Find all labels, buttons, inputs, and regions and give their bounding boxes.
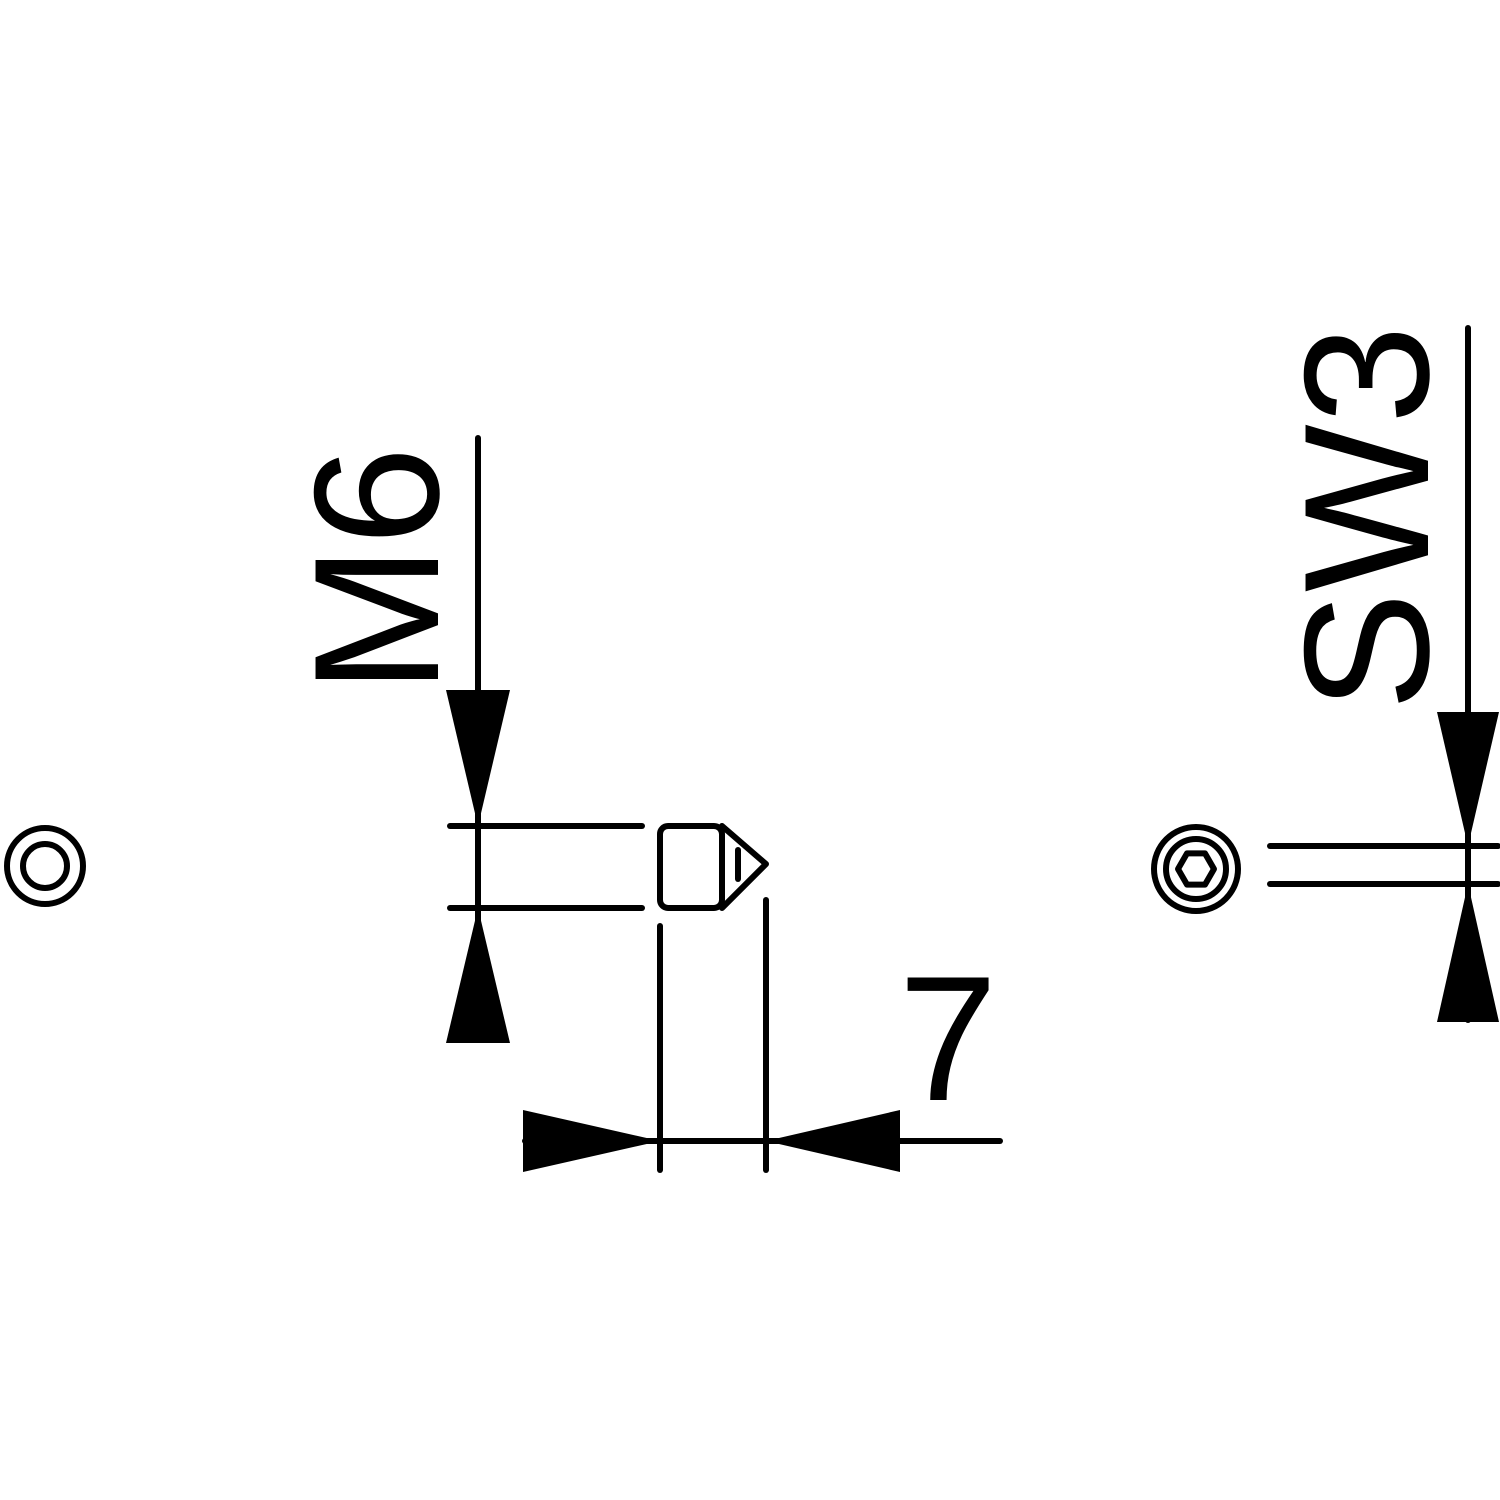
- length-dimension-label: 7: [899, 939, 998, 1138]
- left-end-view-outer-circle: [4, 825, 86, 907]
- wrench-size-dimension-label: SW3: [1267, 325, 1466, 711]
- m6-arrow-bottom: [446, 908, 510, 1043]
- hex-socket-icon: [1175, 850, 1217, 888]
- right-end-view-inner-circle: [1163, 836, 1229, 902]
- sw3-arrow-bottom: [1437, 884, 1499, 1022]
- left-end-view-inner-circle: [20, 841, 70, 891]
- length-arrow-left: [523, 1110, 660, 1172]
- m6-arrow-top: [446, 690, 510, 826]
- length-arrow-right: [766, 1110, 900, 1172]
- left-end-view: [4, 825, 86, 907]
- screw-body: [657, 823, 725, 911]
- right-end-view-outer-circle: [1151, 824, 1241, 914]
- thread-dimension-label: M6: [277, 446, 476, 693]
- screw-side-view: [657, 823, 769, 911]
- right-end-view: [1151, 824, 1241, 914]
- screw-cone-tip: [719, 823, 769, 911]
- sw3-arrow-top: [1437, 712, 1499, 846]
